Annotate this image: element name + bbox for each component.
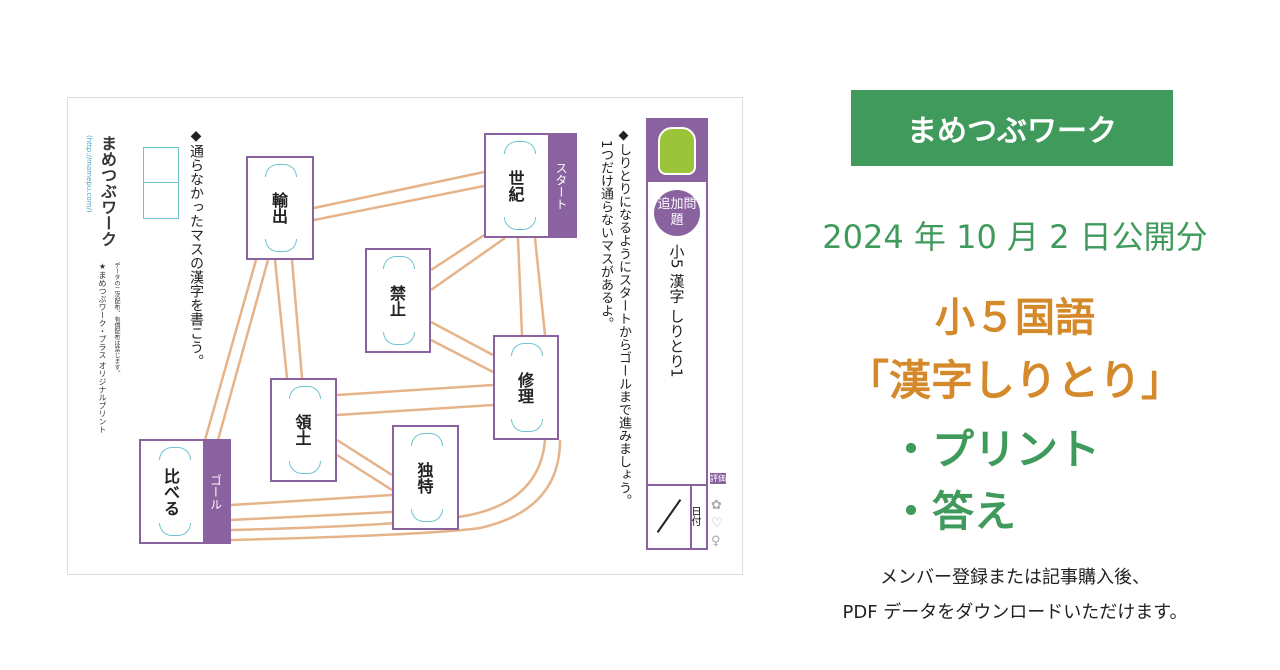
mascot-image: [648, 120, 706, 182]
member-note-2: PDF データをダウンロードいただけます。: [842, 602, 1188, 623]
instruction-1: ◆しりとりになるようにスタートからゴールまで進みましょう。: [616, 128, 631, 507]
extra-question-badge: 追加問題: [654, 190, 700, 236]
cell-kinshi: 禁止: [365, 248, 431, 353]
cell-seiki: 世紀 スタート: [484, 133, 577, 238]
rating-icons: ✿♡♀: [711, 498, 723, 549]
word-yushutsu: 輸出: [269, 192, 288, 224]
cell-dokutoku: 独特: [392, 425, 459, 530]
date-label: 日付: [689, 506, 700, 526]
copyright-note: データの二次配布、有償配布は禁じます。: [113, 262, 120, 376]
brand-logo: まめつぶワーク: [98, 135, 117, 247]
word-shuri: 修理: [515, 371, 534, 404]
question-2: ◆通らなかったマスの漢字を書こう。: [188, 128, 204, 368]
publish-date: 2024 年 10 月 2 日公開分: [822, 218, 1208, 256]
word-dokutoku: 独特: [414, 461, 434, 494]
worksheet-title: 小5 漢字 しりとり1: [667, 244, 686, 378]
item-print: ・プリント: [890, 425, 1101, 474]
word-kuraberu: 比べる: [161, 467, 180, 516]
date-field[interactable]: [648, 486, 692, 548]
cell-yushutsu: 輸出: [246, 156, 314, 260]
start-label: スタート: [548, 135, 575, 236]
promo-title-1: 小５国語: [935, 295, 1095, 341]
title-column: 追加問題 小5 漢字 しりとり1 日付: [646, 118, 708, 550]
goal-label: ゴール: [203, 441, 229, 542]
url-link[interactable]: (http://mamepu.com/): [85, 135, 93, 213]
answer-box[interactable]: [143, 147, 179, 219]
member-note-1: メンバー登録または記事購入後、: [880, 567, 1150, 588]
word-ryodo: 領土: [292, 414, 312, 446]
cell-ryodo: 領土: [270, 378, 337, 482]
promo-title-2: 「漢字しりとり」: [846, 356, 1183, 405]
instruction-2: 1つだけ通らないマスがあるよ。: [598, 140, 613, 331]
cell-shuri: 修理: [493, 335, 559, 440]
cell-kuraberu: ゴール 比べる: [139, 439, 231, 544]
word-kinshi: 禁止: [387, 284, 406, 317]
word-seiki: 世紀: [505, 169, 525, 202]
brand-button[interactable]: まめつぶワーク: [851, 90, 1173, 166]
plus-note: ★まめつぶワーク・プラス オリジナルプリント: [98, 262, 107, 434]
item-answer: ・答え: [890, 487, 1017, 536]
rating-label: 評価: [710, 473, 726, 484]
